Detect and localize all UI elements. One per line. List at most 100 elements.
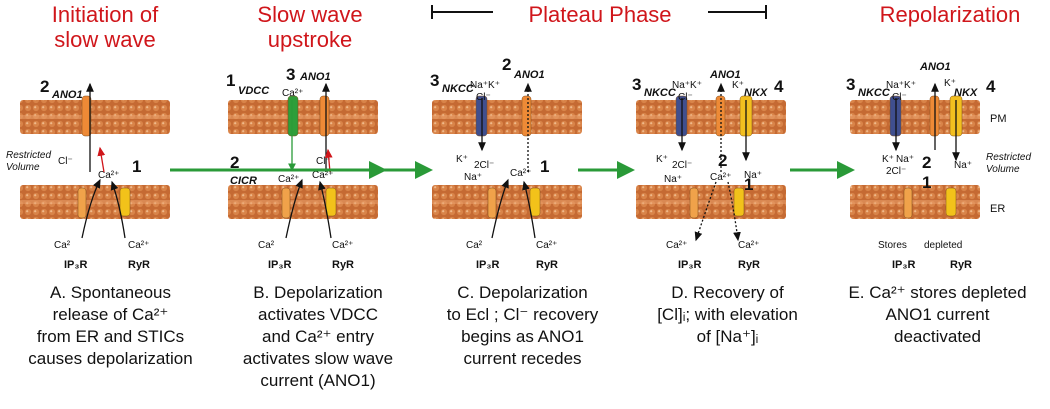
plasma-membrane-a <box>20 100 170 134</box>
step-number-1-c: 1 <box>540 157 549 176</box>
calcium-er-left-c: Ca² <box>466 240 483 251</box>
depleted-label-e: depleted <box>924 240 962 251</box>
calcium-activation-arrow-a <box>97 146 106 173</box>
nkx-label-d: NKX <box>744 87 768 99</box>
er-membrane-d-core <box>636 200 786 204</box>
chloride-label-b: Cl⁻ <box>316 156 331 167</box>
stores-label-e: Stores <box>878 240 907 251</box>
sodium-potassium-label-c: Na⁺K⁺ <box>470 80 500 91</box>
ryr-channel-e <box>945 187 957 217</box>
chloride-top-label-e: Cl⁻ <box>892 92 907 103</box>
calcium-label-d: Ca²⁺ <box>710 172 731 183</box>
er-membrane-e <box>850 185 980 219</box>
nkx-label-e: NKX <box>954 87 978 99</box>
sodium-potassium-label-e: Na⁺K⁺ <box>886 80 916 91</box>
calcium-er-right-c: Ca²⁺ <box>536 240 557 251</box>
potassium-label-e: K⁺ <box>882 154 894 165</box>
two-chloride-label-e: 2Cl⁻ <box>886 166 906 177</box>
sodium-label-c: Na⁺ <box>464 172 482 183</box>
ip3r-label-b: IP₃R <box>268 259 291 271</box>
ryr-channel-a <box>119 187 131 217</box>
cicr-label-b: CICR <box>230 175 257 187</box>
calcium-er-left-a: Ca² <box>54 240 71 251</box>
calcium-er-left-d: Ca²⁺ <box>666 240 687 251</box>
ano1-label-c: ANO1 <box>513 69 545 81</box>
sodium-label-d: Na⁺ <box>664 174 682 185</box>
ryr-channel-b <box>325 187 337 217</box>
step-number-2-c: 2 <box>502 55 511 74</box>
phase-title-repolarization: Repolarization <box>879 2 1021 27</box>
plasma-membrane-d-core <box>636 115 786 119</box>
ryr-release-arrow-b <box>318 180 332 239</box>
plasma-membrane-b <box>228 100 378 134</box>
ip3r-channel-e <box>903 187 913 219</box>
sodium-label-e: Na⁺ <box>896 154 914 165</box>
er-membrane-c <box>432 185 582 219</box>
ano1-label-b: ANO1 <box>299 71 331 83</box>
sodium-right-label-e: Na⁺ <box>954 160 972 171</box>
phase-title-initiation: Initiation of slow wave <box>51 2 159 52</box>
ryr-label-c: RyR <box>536 259 558 271</box>
calcium-entry-label-b: Ca²⁺ <box>282 88 303 99</box>
ip3r-channel-d <box>689 187 699 219</box>
er-membrane-a <box>20 185 170 219</box>
vdcc-label-b: VDCC <box>238 85 270 97</box>
ryr-label-d: RyR <box>738 259 760 271</box>
step-number-1-d: 1 <box>744 175 753 194</box>
caption-panel-a: A. Spontaneous release of Ca²⁺ from ER a… <box>28 283 193 368</box>
chloride-label-a: Cl⁻ <box>58 156 73 167</box>
caption-panel-d: D. Recovery of [Cl]ᵢ; with elevation of … <box>657 283 798 346</box>
potassium-label-c: K⁺ <box>456 154 468 165</box>
sodium-potassium-label-d: Na⁺K⁺ <box>672 80 702 91</box>
sodium-right-label-d: Na⁺ <box>744 170 762 181</box>
step-number-1-b: 1 <box>226 71 235 90</box>
ano1-channel-c <box>521 95 532 137</box>
chloride-top-label-c: Cl⁻ <box>476 92 491 103</box>
calcium-er-right-a: Ca²⁺ <box>128 240 149 251</box>
nkcc-label-d: NKCC <box>644 87 677 99</box>
calcium-activation-arrow-b <box>324 148 333 173</box>
ano1-label-a: ANO1 <box>51 89 83 101</box>
step-number-2-e: 2 <box>922 153 931 172</box>
ryr-release-arrow-a <box>110 180 126 239</box>
calcium-mid-left-b: Ca²⁺ <box>278 174 299 185</box>
ryr-channel-d <box>733 187 745 217</box>
plasma-membrane-b-core <box>228 115 378 119</box>
caption-panel-b: B. Depolarization activates VDCC and Ca²… <box>242 283 394 390</box>
ano1-channel-b <box>319 95 330 137</box>
calcium-er-right-d: Ca²⁺ <box>738 240 759 251</box>
plasma-membrane-a-core <box>20 115 170 119</box>
step-number-2-d: 2 <box>718 151 727 170</box>
er-membrane-c-core <box>432 200 582 204</box>
ip3r-channel-c <box>487 187 497 219</box>
ip3r-release-arrow-a <box>81 178 101 239</box>
ryr-release-arrow-c <box>522 180 536 239</box>
calcium-label-c: Ca²⁺ <box>510 168 531 179</box>
potassium-top-label-d: K⁺ <box>732 80 744 91</box>
chloride-top-label-d: Cl⁻ <box>678 92 693 103</box>
nkcc-label-e: NKCC <box>858 87 891 99</box>
er-membrane-b <box>228 185 378 219</box>
step-number-4-d: 4 <box>774 77 784 96</box>
calcium-er-left-b: Ca² <box>258 240 275 251</box>
ryr-label-a: RyR <box>128 259 150 271</box>
potassium-top-label-e: K⁺ <box>944 78 956 89</box>
two-chloride-label-c: 2Cl⁻ <box>474 160 494 171</box>
caption-panel-c: C. Depolarization to Ecl ; Cl⁻ recovery … <box>446 283 599 368</box>
ryr-label-e: RyR <box>950 259 972 271</box>
ip3r-release-arrow-c <box>491 178 509 239</box>
ip3r-channel-b <box>281 187 291 219</box>
phase-title-upstroke: Slow wave upstroke <box>257 2 363 52</box>
calcium-mid-right-b: Ca²⁺ <box>312 170 333 181</box>
two-chloride-label-d: 2Cl⁻ <box>672 160 692 171</box>
calcium-label-a: Ca²⁺ <box>98 170 119 181</box>
ip3r-release-arrow-b <box>285 178 303 239</box>
plasma-membrane-e <box>850 100 980 134</box>
calcium-reuptake-right-d <box>727 181 741 242</box>
plasma-membrane-c-core <box>432 115 582 119</box>
vdcc-channel-b <box>287 95 299 137</box>
ano1-channel-a <box>81 95 92 137</box>
ano1-label-e: ANO1 <box>919 61 951 73</box>
ip3r-channel-a <box>77 187 87 219</box>
